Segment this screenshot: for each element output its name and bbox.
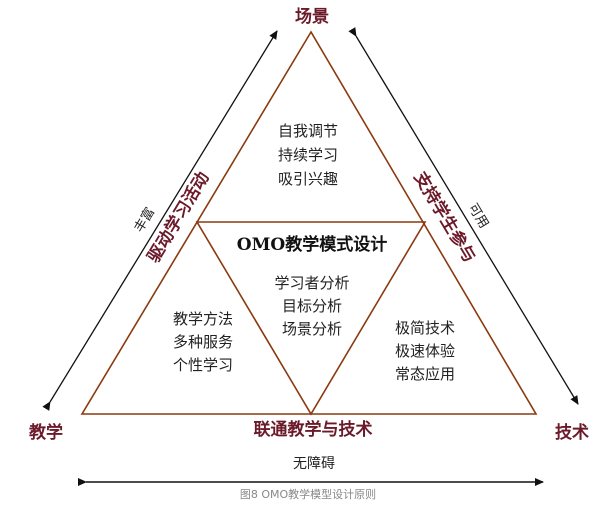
vertex-right-label: 技术 [555, 422, 589, 443]
center-block-line: 目标分析 [282, 297, 342, 315]
top-block-line: 吸引兴趣 [278, 170, 338, 188]
right-block-line: 极简技术 [395, 319, 455, 337]
center-block-line: 场景分析 [282, 320, 342, 338]
left-block-line: 个性学习 [173, 356, 233, 374]
top-block-line: 自我调节 [278, 122, 338, 140]
right-arrow [348, 27, 579, 405]
left-outer-label: 丰富 [131, 205, 158, 236]
left-block-line: 多种服务 [173, 333, 233, 351]
right-block: 极简技术 极速体验 常态应用 [395, 319, 455, 383]
left-block-line: 教学方法 [173, 310, 233, 328]
right-outer-label: 可用 [465, 201, 491, 231]
top-block: 自我调节 持续学习 吸引兴趣 [278, 122, 338, 188]
center-title: OMO教学模式设计 [237, 234, 387, 255]
right-block-line: 常态应用 [395, 365, 455, 383]
right-block-line: 极速体验 [395, 342, 455, 360]
vertex-left-label: 教学 [28, 422, 63, 443]
left-arrow [42, 30, 278, 411]
bottom-inner-label: 联通教学与技术 [254, 419, 373, 440]
top-block-line: 持续学习 [278, 146, 338, 164]
figure-caption: 图8 OMO教学模型设计原则 [240, 487, 376, 501]
center-block-line: 学习者分析 [274, 274, 349, 292]
vertex-top-label: 场景 [295, 7, 329, 27]
bottom-outer-label: 无障碍 [293, 456, 335, 472]
center-block: 学习者分析 目标分析 场景分析 [274, 274, 349, 338]
left-block: 教学方法 多种服务 个性学习 [173, 310, 233, 374]
